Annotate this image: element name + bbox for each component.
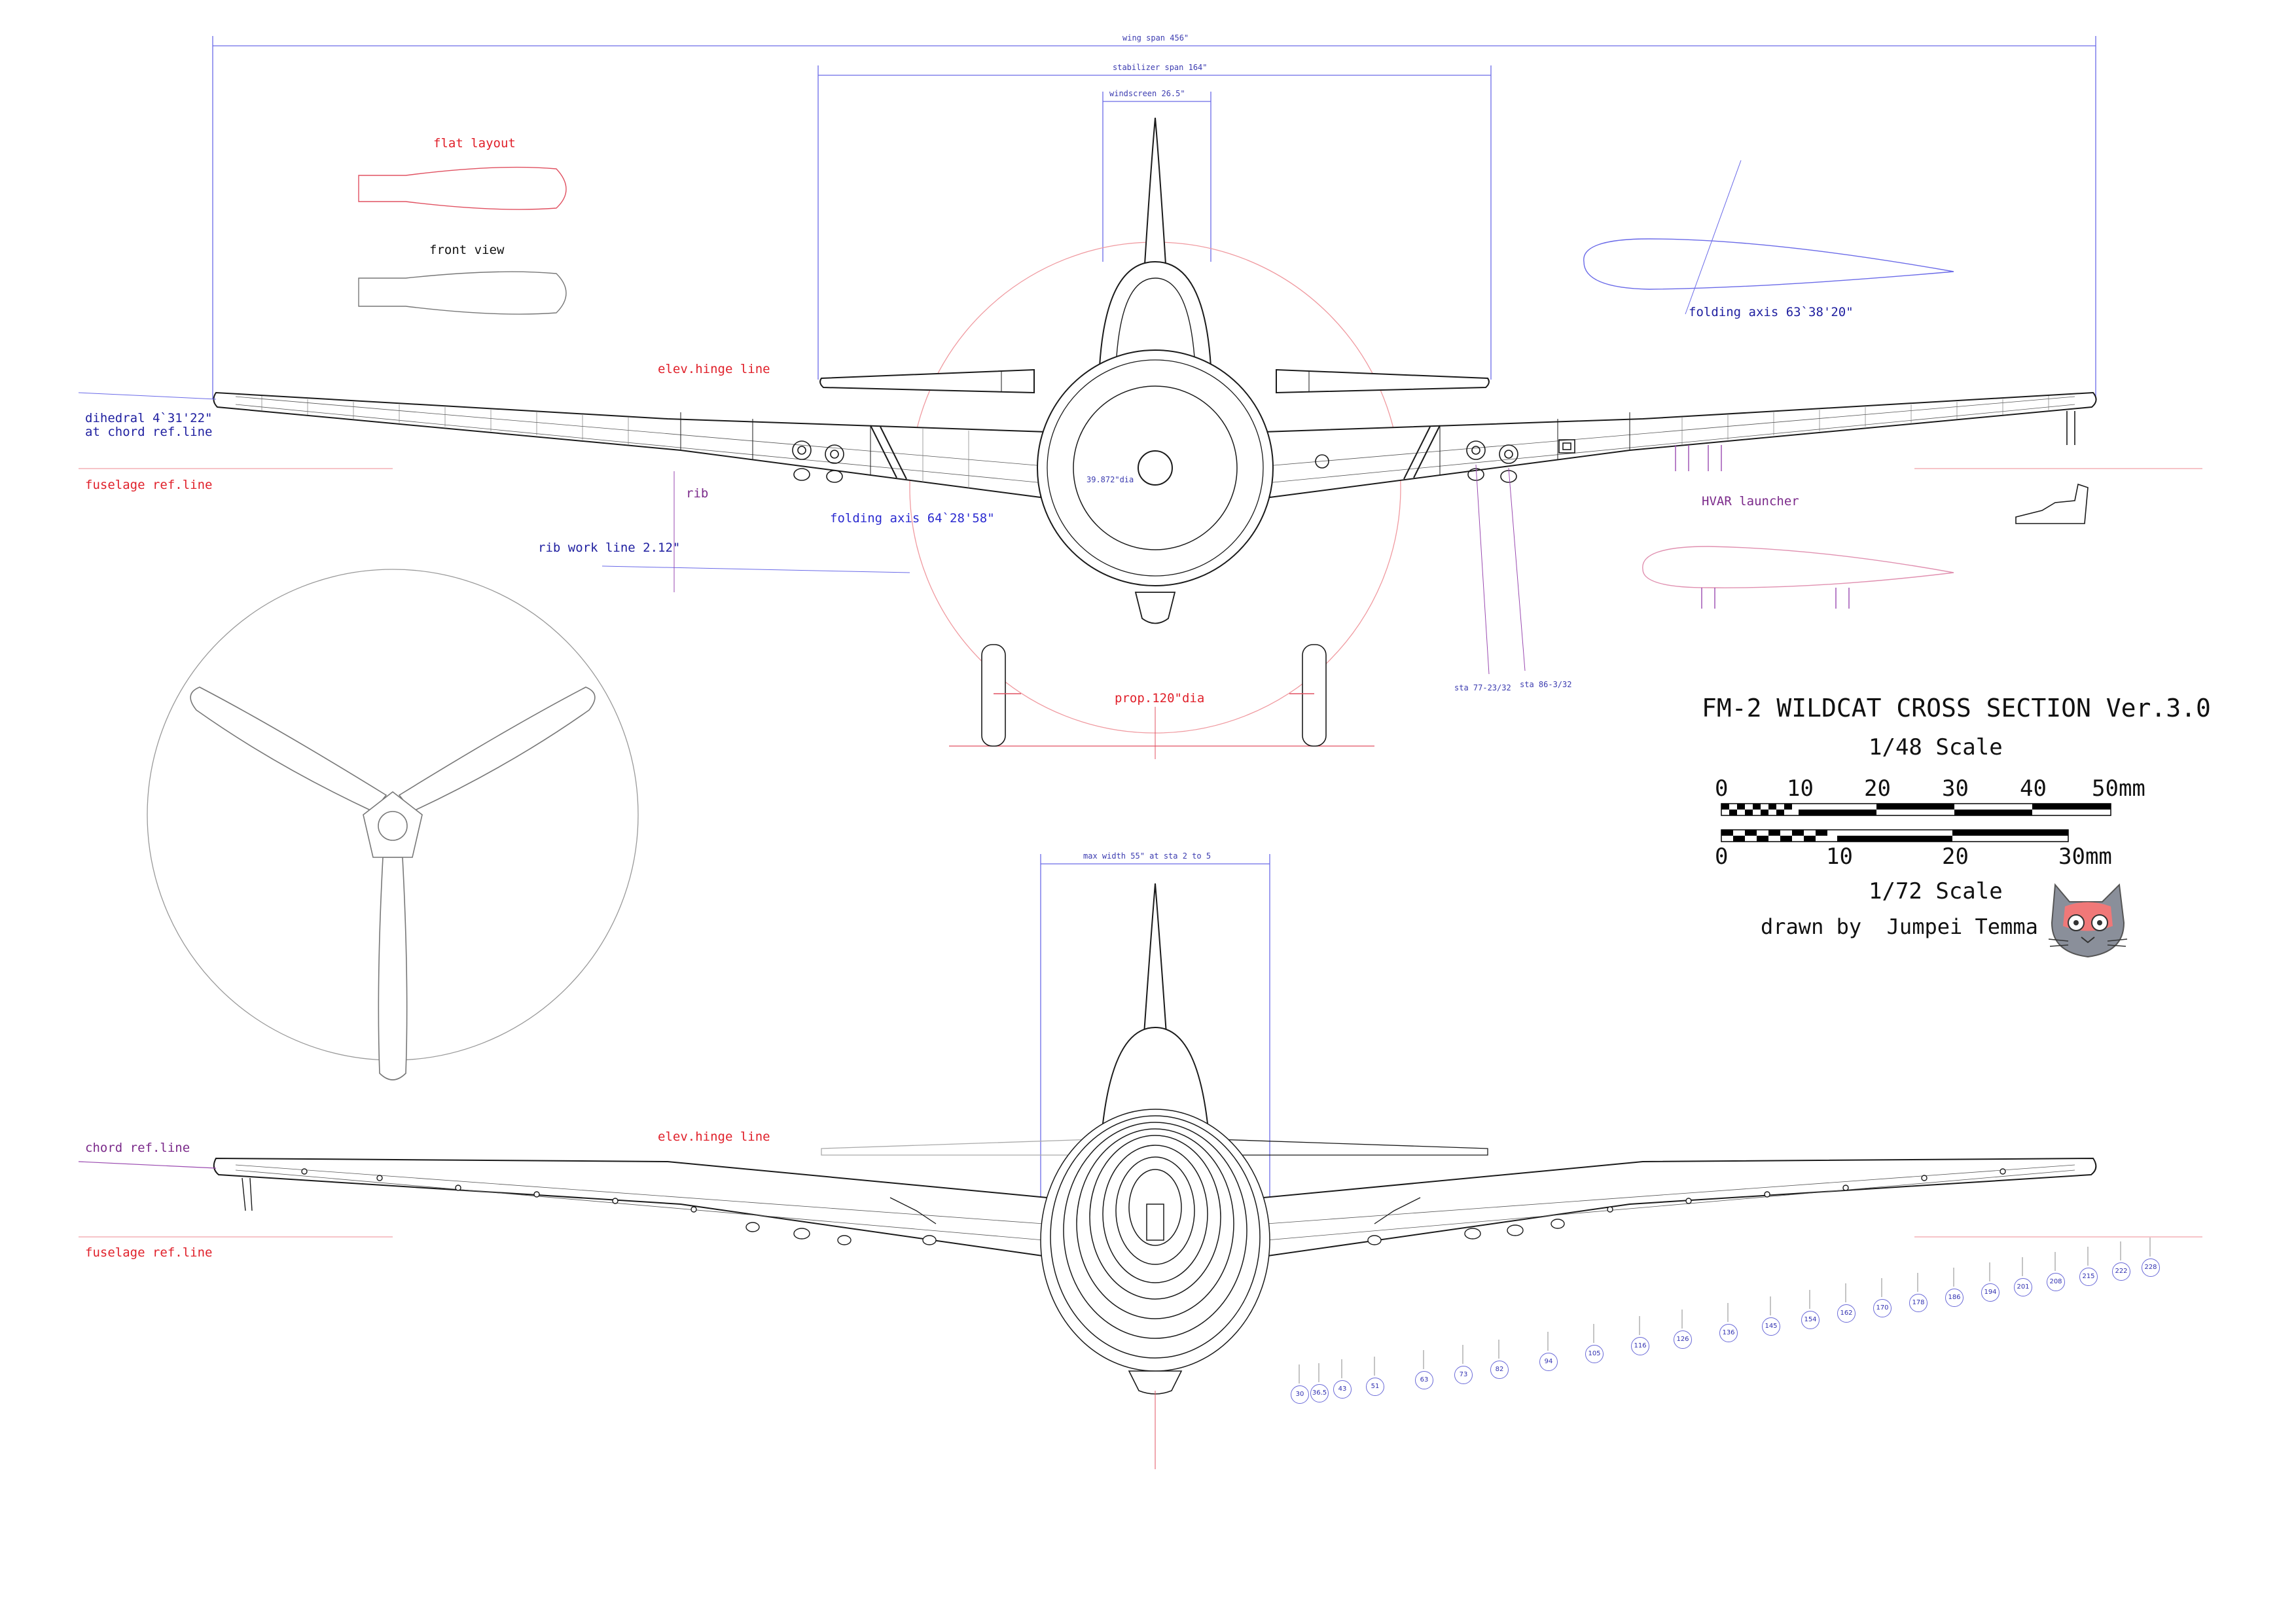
front-view-profile [358, 271, 567, 315]
ruler-48-label-3: 30 [1942, 776, 1969, 802]
max-width-label: max width 55" at sta 2 to 5 [1083, 851, 1211, 861]
ruler-72-label-2: 20 [1942, 844, 1969, 870]
ruler-48-label-5: 50mm [2092, 776, 2145, 802]
folding-axis-airfoil [1583, 238, 1954, 290]
station-marker: 222 [2112, 1262, 2130, 1281]
ruler-1-72 [1721, 829, 2069, 842]
station-marker: 186 [1945, 1289, 1964, 1307]
canopy-front [1098, 260, 1212, 367]
ruler-48-label-1: 10 [1787, 776, 1814, 802]
propeller [190, 687, 596, 1080]
dihedral-label-1: dihedral 4`31'22" [85, 411, 213, 425]
station-marker: 30 [1291, 1385, 1309, 1404]
horizontal-stabilizer-front [819, 368, 1490, 394]
scale-72-label: 1/72 Scale [1869, 878, 2003, 904]
drawing-title: FM-2 WILDCAT CROSS SECTION Ver.3.0 [1702, 694, 2211, 722]
station-marker: 194 [1981, 1283, 2000, 1302]
station-marker: 228 [2142, 1258, 2160, 1277]
sta-2-label: sta 86-3/32 [1520, 680, 1572, 689]
cowl-dia-label: 39.872"dia [1086, 475, 1134, 484]
ref-lines-bottom [78, 1161, 2202, 1238]
chord-ref-label: chord ref.line [85, 1141, 190, 1155]
left-wing-bottom [213, 1157, 1048, 1258]
cowling-front [1037, 349, 1274, 586]
ruler-1-48 [1721, 803, 2111, 816]
station-marker: 136 [1719, 1324, 1738, 1342]
ruler-48-label-0: 0 [1715, 776, 1729, 802]
station-marker: 178 [1909, 1294, 1928, 1312]
stabilizer-span-dimension [817, 65, 1492, 380]
dihedral-label-2: at chord ref.line [85, 425, 213, 439]
ruler-48-label-2: 20 [1864, 776, 1891, 802]
windscreen-label: windscreen 26.5" [1109, 89, 1185, 98]
rib-label: rib [686, 486, 709, 501]
scale-48-label: 1/48 Scale [1869, 734, 2003, 760]
vertical-fin-bottom [1143, 883, 1168, 1035]
left-wing-ribs [261, 396, 969, 488]
max-width-dimension [1040, 854, 1270, 1217]
cat-mascot-logo [2048, 883, 2128, 958]
fuselage-ref-bottom-label: fuselage ref.line [85, 1245, 213, 1260]
stabilizer-span-label: stabilizer span 164" [1113, 63, 1208, 72]
left-wing-fittings [792, 425, 907, 483]
flat-layout-label: flat layout [433, 136, 516, 151]
ruler-48-label-4: 40 [2020, 776, 2047, 802]
right-wing-bottom [1263, 1157, 2097, 1258]
hvar-detail [2015, 483, 2089, 524]
station-marker: 145 [1762, 1317, 1780, 1336]
flat-layout-profile [358, 166, 567, 210]
station-marker: 36.5 [1310, 1384, 1329, 1402]
ruler-72-label-0: 0 [1715, 844, 1729, 870]
station-marker: 116 [1631, 1337, 1649, 1355]
prop-dia-label: prop.120"dia [1115, 691, 1205, 705]
station-marker: 201 [2014, 1278, 2032, 1296]
windscreen-dimension [1102, 92, 1211, 262]
elev-hinge-bottom-label: elev.hinge line [658, 1130, 770, 1144]
rib-work-line-label: rib work line 2.12" [538, 541, 681, 555]
right-wing-fittings [1315, 411, 2075, 483]
ruler-72-label-3: 30mm [2058, 844, 2112, 870]
elev-hinge-top-label: elev.hinge line [658, 362, 770, 376]
station-marker: 82 [1490, 1361, 1509, 1379]
station-marker: 126 [1674, 1330, 1692, 1349]
sta-1-label: sta 77-23/32 [1454, 683, 1511, 692]
fuselage-ref-top-label: fuselage ref.line [85, 478, 213, 492]
station-leader-lines [1299, 1238, 2151, 1383]
station-marker: 94 [1539, 1353, 1558, 1371]
station-marker: 170 [1873, 1299, 1892, 1317]
folding-axis-mid-label: folding axis 64`28'58" [830, 511, 995, 526]
landing-gear-front [981, 644, 1327, 747]
wing-span-dimension [212, 36, 2096, 399]
station-marker: 73 [1454, 1366, 1473, 1384]
station-marker: 215 [2079, 1268, 2098, 1286]
left-wing-front [213, 391, 1049, 499]
vertical-fin-front [1143, 117, 1168, 276]
station-marker: 51 [1366, 1378, 1384, 1396]
front-view-label: front view [429, 243, 505, 257]
folding-axis-top-label: folding axis 63`38'20" [1689, 305, 1854, 319]
right-wing-ribs [1681, 396, 2049, 445]
oil-cooler-bottom [1128, 1370, 1183, 1395]
fuselage-frames [1040, 1109, 1270, 1372]
wing-bottom-fittings [301, 1168, 2006, 1245]
station-marker: 63 [1415, 1371, 1433, 1389]
station-marker: 162 [1837, 1304, 1856, 1323]
station-marker: 105 [1585, 1345, 1604, 1363]
drawn-by-label: drawn by Jumpei Temma [1761, 914, 2038, 939]
station-marker: 208 [2047, 1273, 2065, 1291]
hvar-airfoil [1642, 546, 1954, 588]
hvar-launchers [1675, 445, 1850, 609]
ruler-72-label-1: 10 [1826, 844, 1853, 870]
oil-cooler-front [1134, 592, 1176, 624]
station-marker: 154 [1801, 1311, 1820, 1329]
hvar-launcher-label: HVAR launcher [1702, 494, 1799, 508]
station-marker: 43 [1333, 1380, 1352, 1399]
wing-span-label: wing span 456" [1122, 33, 1189, 43]
right-wing-front [1262, 391, 2097, 499]
